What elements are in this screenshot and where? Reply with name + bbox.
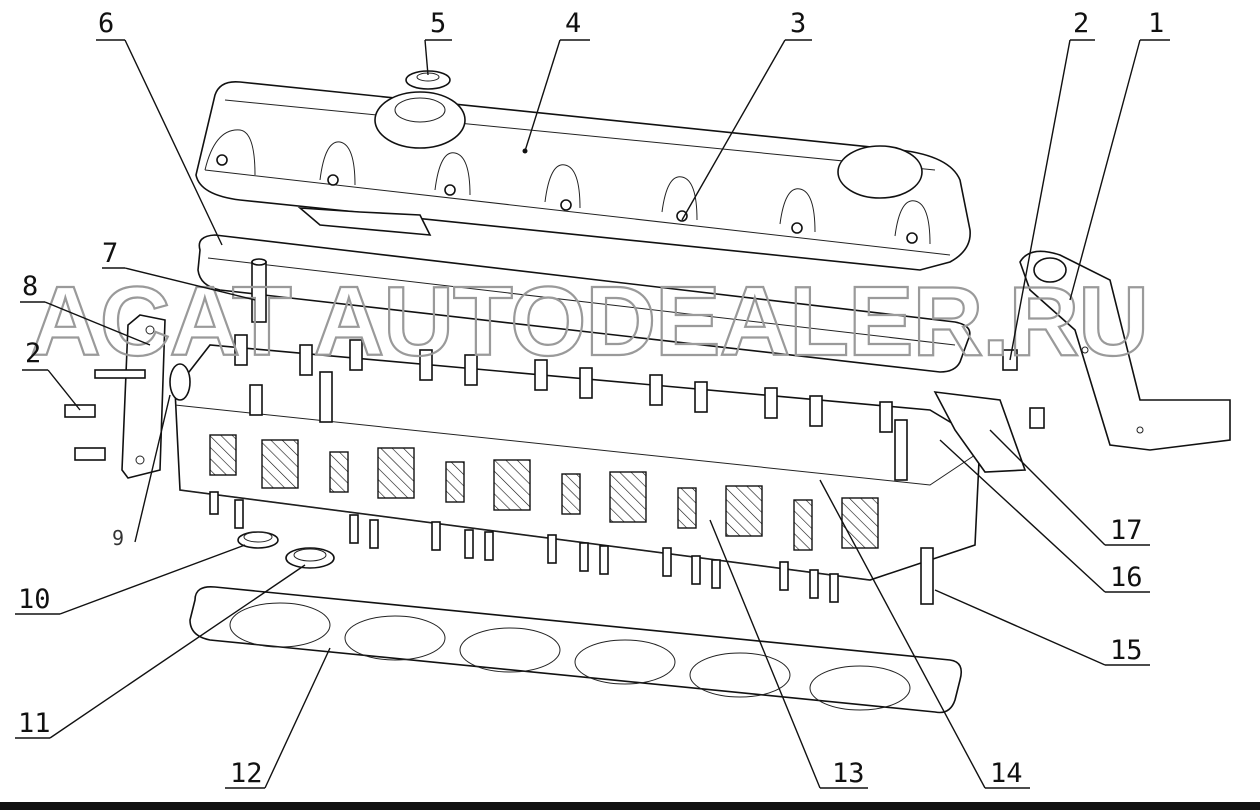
seal-part-10 — [237, 531, 279, 549]
bolts-part-2-right — [1002, 349, 1045, 429]
callout-6: 6 — [98, 8, 114, 39]
front-plate-part-8 — [121, 314, 166, 479]
callout-14: 14 — [990, 758, 1023, 789]
callout-13: 13 — [832, 758, 865, 789]
callout-2-right: 2 — [1073, 8, 1089, 39]
callout-1: 1 — [1148, 8, 1164, 39]
callout-4: 4 — [565, 8, 581, 39]
callout-9: 9 — [112, 526, 124, 550]
callout-5: 5 — [430, 8, 446, 39]
watermark-text: ACAT AUTODEALER.RU — [30, 266, 1148, 376]
plate-part-17 — [933, 391, 1027, 473]
dowel-part-15 — [920, 547, 934, 605]
callout-17: 17 — [1110, 515, 1143, 546]
lifting-bracket-part-1 — [1019, 250, 1231, 451]
callout-12: 12 — [230, 758, 263, 789]
callout-15: 15 — [1110, 635, 1143, 666]
callout-11: 11 — [18, 708, 51, 739]
tube-part-7 — [251, 258, 267, 323]
seal-part-11 — [285, 547, 335, 569]
cylinder-head-part-13 — [174, 334, 981, 603]
callout-8: 8 — [22, 271, 38, 302]
callout-7: 7 — [102, 238, 118, 269]
frame-bottom-bar — [0, 802, 1260, 810]
callout-3: 3 — [790, 8, 806, 39]
callout-16: 16 — [1110, 562, 1143, 593]
cover-gasket-part-6 — [197, 234, 971, 373]
callout-10: 10 — [18, 584, 51, 615]
leader-lines — [15, 39, 1170, 789]
seal-ring-part-9 — [169, 363, 191, 401]
bolts-part-2-left — [64, 369, 146, 461]
callout-2-left: 2 — [25, 338, 41, 369]
head-gasket-part-12 — [189, 585, 963, 714]
valve-cover-part-4 — [195, 80, 971, 271]
